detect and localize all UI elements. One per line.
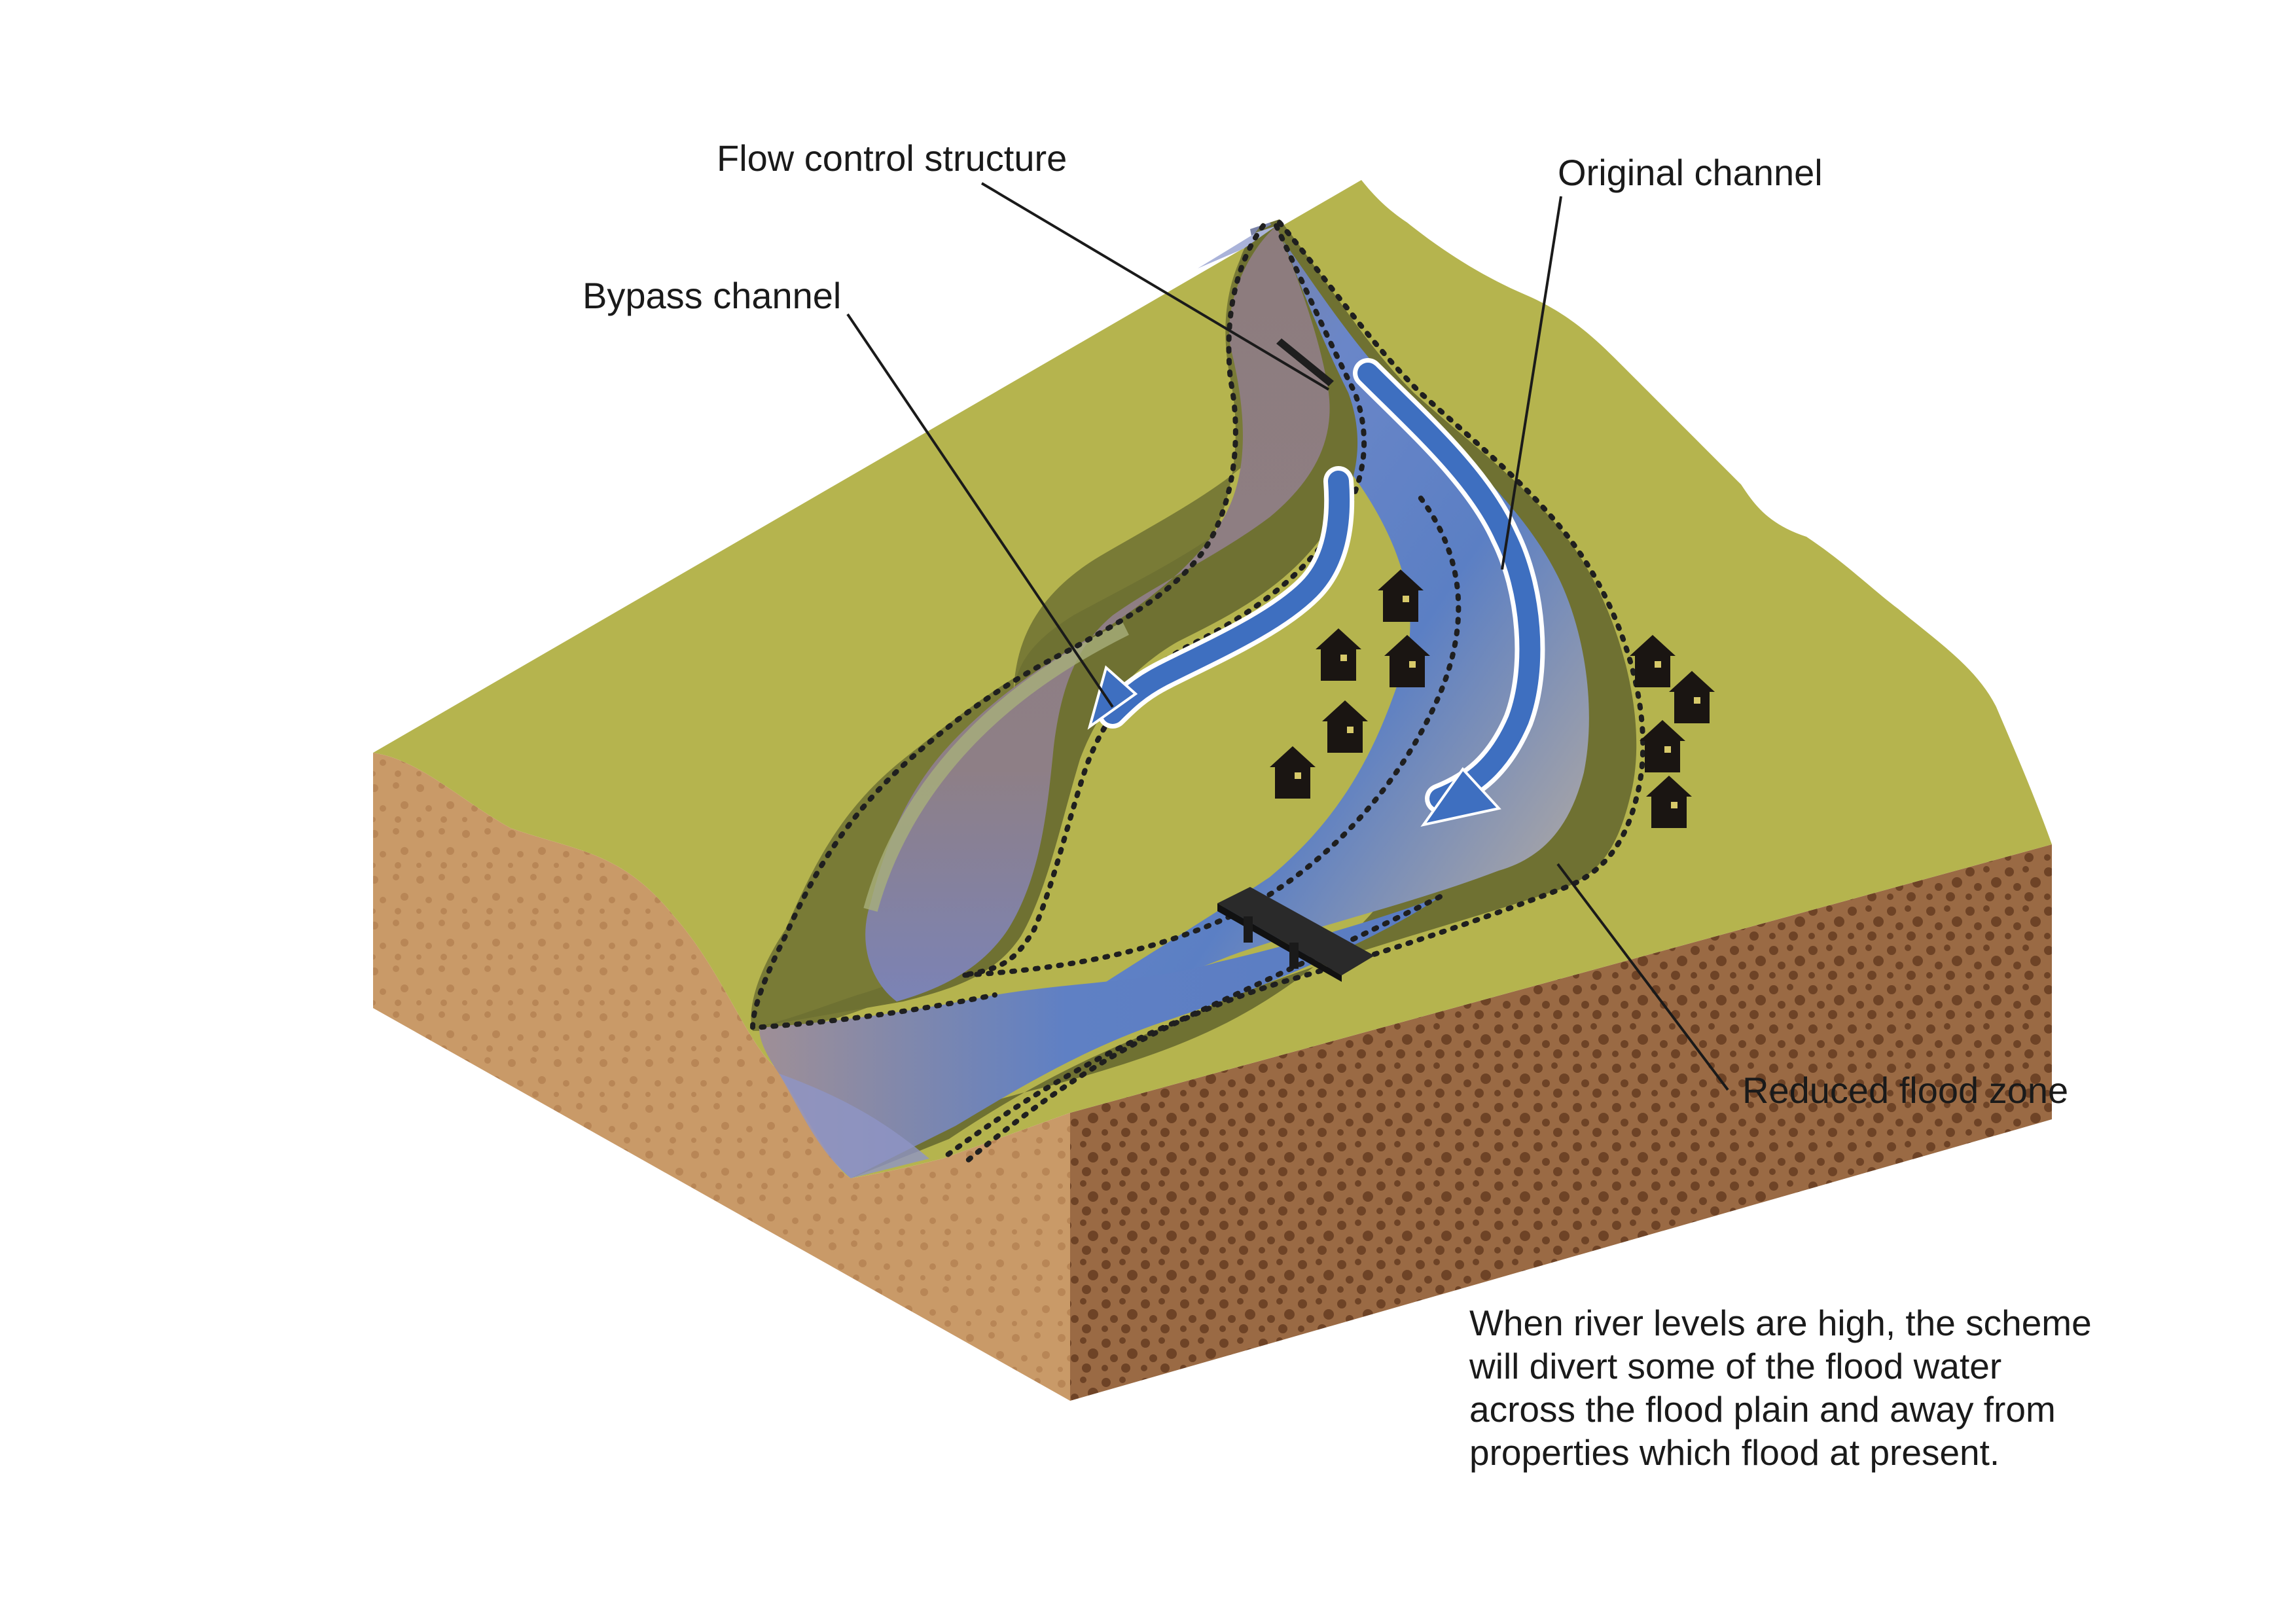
leader-lines: [846, 182, 1729, 1091]
original-channel-water: [1047, 223, 1589, 1021]
flow-control-structure: [1276, 338, 1334, 386]
soil-face-left: [373, 753, 1070, 1401]
flow-arrow-icon: [1087, 466, 1355, 730]
bridge-icon: [1217, 887, 1374, 982]
label-flow-control-structure: Flow control structure: [717, 137, 1067, 179]
scheme-description-line: will divert some of the flood water: [1469, 1346, 2002, 1386]
label-bypass-channel: Bypass channel: [583, 275, 842, 316]
bypass-channel-water: [865, 226, 1330, 1001]
bypass-pale-edge: [863, 622, 1129, 912]
flow-arrow-icon: [1353, 358, 1545, 827]
scheme-description-line: When river levels are high, the scheme: [1469, 1303, 2092, 1343]
scheme-description: When river levels are high, the scheme w…: [1469, 1301, 2202, 1474]
lower-river-water: [759, 897, 1440, 1178]
bypass-channel-outer-bank: [751, 223, 1291, 1031]
label-original-channel: Original channel: [1558, 152, 1823, 193]
lower-water-side: [779, 1074, 929, 1178]
soil-face-right: [1070, 844, 2052, 1401]
flood-boundary-dotted: [749, 220, 1646, 1168]
scheme-description-line: properties which flood at present.: [1469, 1432, 2000, 1473]
scheme-description-line: across the flood plain and away from: [1469, 1389, 2056, 1430]
label-reduced-flood-zone: Reduced flood zone: [1742, 1070, 2069, 1111]
